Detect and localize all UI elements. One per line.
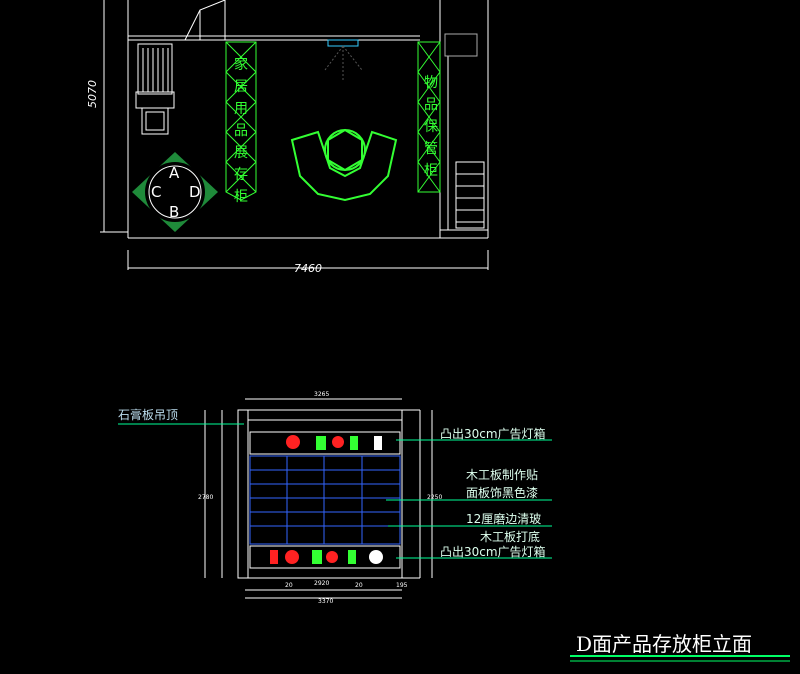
elevation-bottom-dim-1: 20 xyxy=(285,582,293,589)
callout-top-lightbox: 凸出30cm广告灯箱 xyxy=(440,427,546,441)
elevation-left-total: 2780 xyxy=(198,494,214,501)
logo-letter-b: B xyxy=(169,203,180,221)
floor-plan xyxy=(100,0,489,270)
logo-letter-a: A xyxy=(169,164,180,182)
callout-wood-panel-2: 面板饰黑色漆 xyxy=(466,486,539,500)
storage-cabinet-right xyxy=(417,41,441,193)
plan-width-dimension: 7460 xyxy=(294,262,322,275)
logo-letter-c: C xyxy=(151,183,162,201)
callout-bottom-lightbox: 凸出30cm广告灯箱 xyxy=(440,545,546,559)
callout-wood-base: 木工板打底 xyxy=(480,530,541,544)
elevation-bottom-dim-4: 195 xyxy=(396,582,408,589)
elevation-right-total: 2250 xyxy=(427,494,443,501)
brand-logo xyxy=(132,152,218,232)
cabinet-elevation xyxy=(204,398,433,599)
ad-lightbox-top xyxy=(286,435,382,450)
callout-gypsum-ceiling: 石膏板吊顶 xyxy=(118,408,179,422)
elevation-top-dimension: 3265 xyxy=(314,391,330,398)
callout-wood-panel-1: 木工板制作贴 xyxy=(466,468,539,482)
display-cabinet-left xyxy=(225,41,257,201)
elevation-bottom-dim-3: 20 xyxy=(355,582,363,589)
callout-leaders xyxy=(118,423,552,559)
elevation-bottom-dim-2: 2920 xyxy=(314,580,330,587)
logo-letter-d: D xyxy=(189,183,201,201)
left-cabinet-label: 家 居 用 品 展 存 柜 xyxy=(234,57,248,205)
right-cabinet-label: 物 品 保 管 柜 xyxy=(424,75,438,179)
plan-height-dimension: 5070 xyxy=(86,80,99,108)
reception-desk xyxy=(290,128,398,202)
elevation-total-dimension: 3370 xyxy=(318,598,334,605)
drawing-title: D面产品存放柜立面 xyxy=(576,632,753,656)
ad-lightbox-bottom xyxy=(270,550,383,564)
callout-glass: 12厘磨边清玻 xyxy=(466,512,542,526)
